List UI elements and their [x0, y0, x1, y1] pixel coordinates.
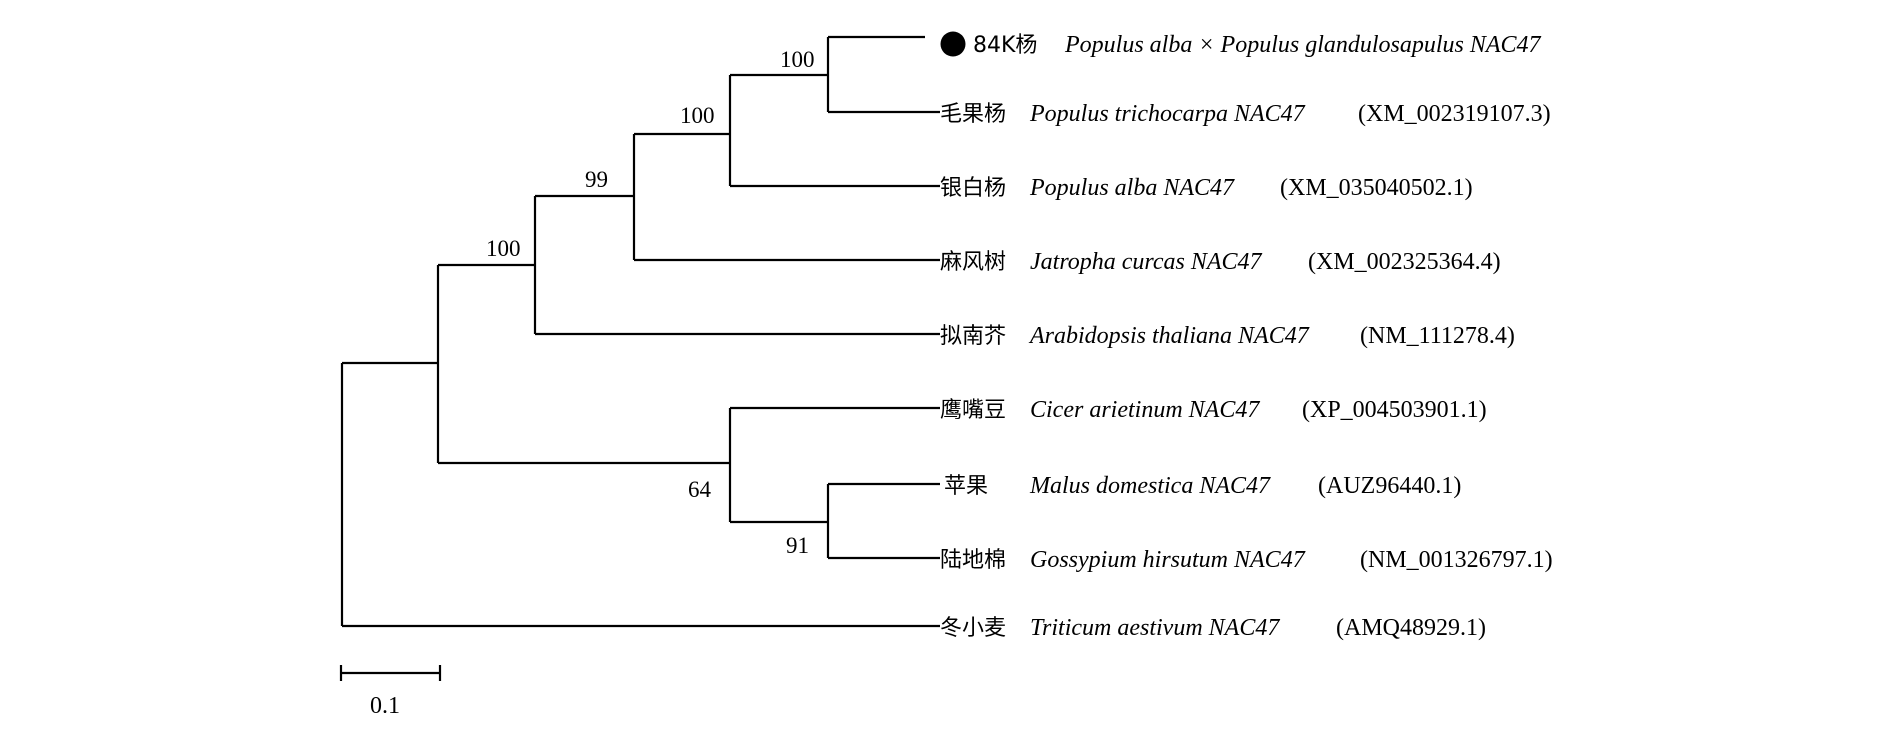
taxon-chinese-name: 毛果杨: [940, 102, 1006, 127]
scale-bar-label: 0.1: [370, 693, 400, 719]
taxon-chinese-name: 84K杨: [973, 33, 1037, 58]
taxon-label: 冬小麦 Triticum aestivum NAC47 (AMQ48929.1): [940, 615, 1486, 641]
taxon-accession: (AMQ48929.1): [1336, 615, 1486, 641]
taxon-chinese-name: 陆地棉: [940, 548, 1006, 573]
taxon-species-name: Triticum aestivum NAC47: [1030, 615, 1280, 641]
taxon-species-name: Populus alba × Populus glandulosapulus N…: [1064, 32, 1542, 58]
taxon-species-name: Jatropha curcas NAC47: [1030, 249, 1263, 275]
taxon-accession: (XM_035040502.1): [1280, 175, 1473, 201]
taxon-label: 陆地棉 Gossypium hirsutum NAC47 (NM_0013267…: [940, 547, 1553, 573]
taxon-label: 毛果杨 Populus trichocarpa NAC47 (XM_002319…: [940, 101, 1551, 127]
taxon-label: 拟南芥 Arabidopsis thaliana NAC47 (NM_11127…: [940, 323, 1515, 349]
taxon-species-name: Gossypium hirsutum NAC47: [1030, 547, 1306, 573]
taxon-species-name: Arabidopsis thaliana NAC47: [1028, 323, 1310, 349]
bootstrap-label: 99: [585, 167, 608, 192]
scale-bar: 0.1: [339, 665, 442, 719]
taxon-label: 银白杨 Populus alba NAC47 (XM_035040502.1): [940, 175, 1473, 201]
bootstrap-label: 100: [680, 103, 715, 128]
taxon-chinese-name: 冬小麦: [940, 616, 1006, 641]
taxon-accession: (AUZ96440.1): [1318, 473, 1461, 499]
taxon-label: 84K杨 Populus alba × Populus glandulosapu…: [973, 32, 1542, 58]
taxon-chinese-name: 银白杨: [940, 176, 1006, 201]
taxon-species-name: Cicer arietinum NAC47: [1030, 397, 1260, 423]
taxon-accession: (XM_002319107.3): [1358, 101, 1551, 127]
bootstrap-label: 91: [786, 533, 809, 558]
filled-circle-marker-icon: [940, 31, 966, 57]
taxon-accession: (XP_004503901.1): [1302, 397, 1487, 423]
taxon-chinese-name: 拟南芥: [940, 324, 1006, 349]
bootstrap-label: 100: [486, 236, 521, 261]
taxon-chinese-name: 苹果: [944, 474, 988, 499]
bootstrap-label: 100: [780, 47, 815, 72]
taxon-label: 鹰嘴豆 Cicer arietinum NAC47 (XP_004503901.…: [940, 397, 1487, 423]
taxon-species-name: Malus domestica NAC47: [1029, 473, 1271, 499]
taxon-accession: (NM_111278.4): [1360, 323, 1515, 349]
taxon-label: 麻风树 Jatropha curcas NAC47 (XM_002325364.…: [940, 249, 1501, 275]
taxon-species-name: Populus alba NAC47: [1029, 175, 1235, 201]
taxon-chinese-name: 鹰嘴豆: [940, 398, 1006, 423]
taxon-label: 苹果 Malus domestica NAC47 (AUZ96440.1): [944, 473, 1461, 499]
taxon-accession: (XM_002325364.4): [1308, 249, 1501, 275]
taxon-species-name: Populus trichocarpa NAC47: [1029, 101, 1306, 127]
taxon-chinese-name: 麻风树: [940, 250, 1006, 275]
taxon-accession: (NM_001326797.1): [1360, 547, 1553, 573]
bootstrap-label: 64: [688, 477, 712, 502]
